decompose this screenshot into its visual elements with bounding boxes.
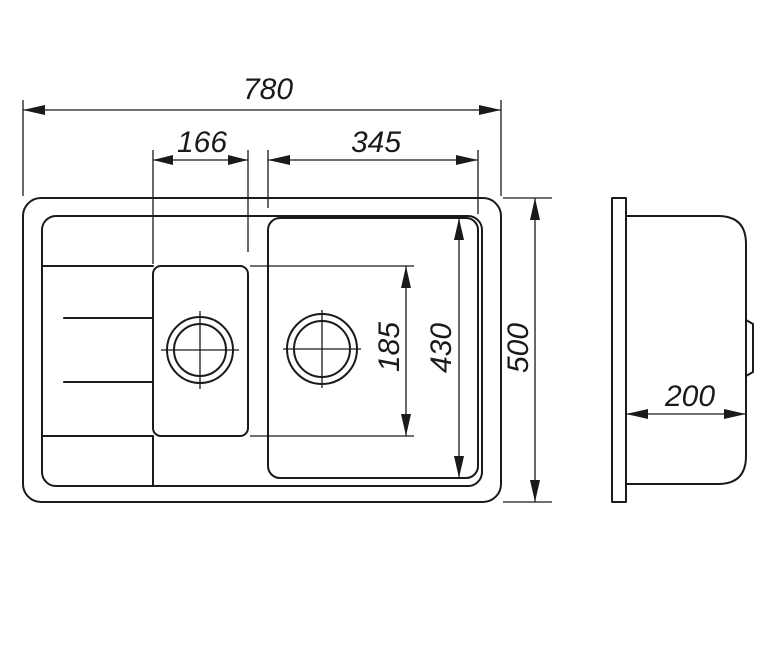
dimension-overall-depth: 500 xyxy=(502,197,552,503)
sink-side-view xyxy=(611,197,754,503)
dimension-small-bowl-height: 185 xyxy=(250,265,414,437)
sink-outer-rim xyxy=(22,197,502,503)
large-bowl-drain-icon xyxy=(283,310,361,388)
dimension-small-bowl-width-label: 166 xyxy=(177,126,227,159)
side-view-rim xyxy=(611,197,627,503)
side-view-overflow xyxy=(745,319,754,377)
dimension-overall-width: 780 xyxy=(22,73,502,196)
large-bowl xyxy=(267,217,479,479)
dimension-overall-depth-label: 500 xyxy=(502,323,535,373)
dimension-bowl-depth-label: 200 xyxy=(664,380,715,413)
dimension-large-bowl-height: 430 xyxy=(425,218,464,478)
dimension-large-bowl-width: 345 xyxy=(267,126,479,214)
dimension-overall-width-label: 780 xyxy=(243,73,293,106)
small-bowl xyxy=(152,265,249,437)
dimension-small-bowl-height-label: 185 xyxy=(373,322,406,372)
dimension-small-bowl-width: 166 xyxy=(152,126,249,264)
sink-top-view xyxy=(22,197,502,503)
drainboard xyxy=(41,265,154,487)
side-view-bowl xyxy=(625,215,747,485)
dimension-large-bowl-height-label: 430 xyxy=(425,323,458,373)
sink-inner-contour xyxy=(41,215,483,487)
dimension-bowl-depth: 200 xyxy=(626,380,746,419)
dimension-large-bowl-width-label: 345 xyxy=(351,126,401,159)
small-bowl-drain-icon xyxy=(161,311,239,389)
